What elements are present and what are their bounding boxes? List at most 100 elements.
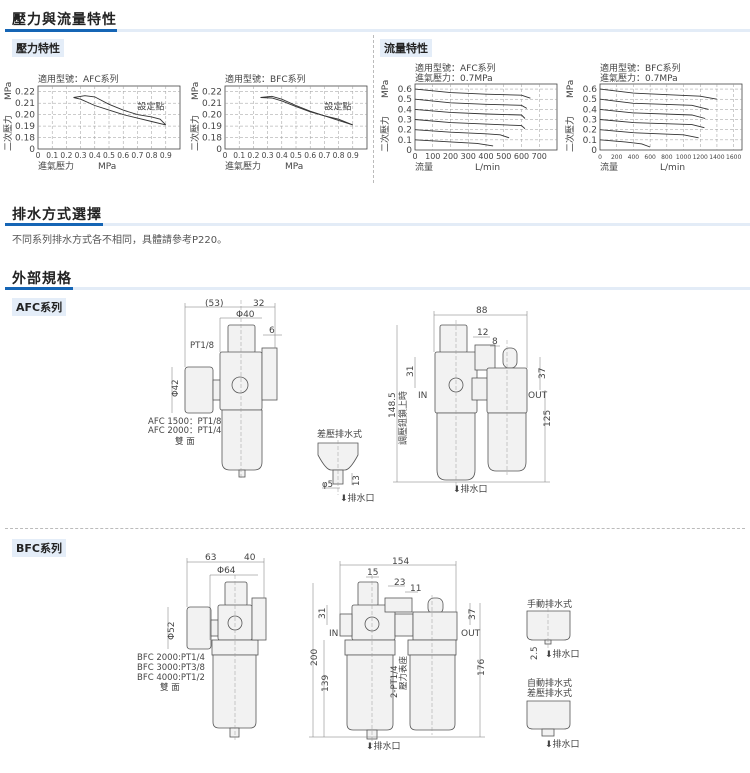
y-tick-label: 0.20 (15, 111, 35, 121)
dim-label: 148.5 (388, 392, 398, 418)
y-axis-unit: MPa (381, 80, 391, 98)
x-axis-label: 進氣壓力 (38, 160, 74, 172)
set-point-annotation: 設定點 (324, 100, 351, 112)
drain-port-label: ⬇排水口 (545, 738, 580, 750)
y-tick-label: 0 (591, 146, 597, 156)
dim-label: 8 (492, 337, 498, 347)
x-tick-label: 0.6 (304, 151, 316, 160)
dim-label: φ5 (322, 480, 333, 490)
port-label: 壓力表座 (398, 655, 409, 690)
y-axis-label: 二次壓力 (564, 116, 576, 152)
y-tick-label: 0 (29, 145, 35, 155)
drain-port-label: ⬇排水口 (453, 483, 488, 495)
x-tick-label: 0.6 (117, 151, 129, 160)
series-line-0.4 (414, 108, 526, 119)
x-tick-label: 700 (532, 152, 547, 161)
drain (238, 469, 246, 478)
dim-label: 200 (310, 649, 320, 666)
x-axis-label: 流量 (600, 161, 618, 173)
bowl (221, 409, 263, 471)
drain-port-label: ⬇排水口 (340, 492, 375, 504)
y-tick-label: 0.2 (398, 126, 412, 136)
dim-label: 31 (318, 608, 328, 619)
dim-label: 37 (468, 609, 478, 620)
y-tick-label: 0.18 (202, 134, 222, 144)
dim-label: 40 (244, 553, 256, 563)
y-tick-label: 0.21 (15, 99, 35, 109)
x-tick-label: 0 (223, 151, 228, 160)
port-label: AFC 2000：PT1/4 (148, 426, 221, 436)
x-tick-label: 0.9 (347, 151, 359, 160)
x-tick-label: 400 (628, 154, 640, 161)
dim-label: Φ52 (167, 621, 177, 640)
series-line-upper (73, 95, 167, 126)
section-rule (5, 29, 750, 32)
x-tick-label: 0 (598, 154, 602, 161)
dim-label: 31 (406, 366, 416, 377)
dim-label: 37 (538, 368, 548, 379)
x-tick-label: 0.2 (247, 151, 259, 160)
x-tick-label: 0.3 (75, 151, 87, 160)
port-label: BFC 3000:PT3/8 (137, 663, 205, 673)
x-tick-label: 0.2 (60, 151, 72, 160)
x-axis-unit: MPa (98, 162, 116, 172)
adjust-knob (227, 324, 256, 354)
port-label: BFC 2000:PT1/4 (137, 653, 205, 663)
x-axis-label: 進氣壓力 (225, 160, 261, 172)
drain-type-label: 差壓排水式 (317, 428, 362, 440)
series-line-0.3 (414, 119, 526, 130)
series-line-0.2 (414, 129, 510, 139)
dim-label: 125 (543, 410, 553, 427)
y-tick-label: 0.1 (398, 136, 412, 146)
section-title-characteristics: 壓力與流量特性 (12, 12, 117, 28)
y-tick-label: 0.6 (398, 85, 413, 95)
subtitle-bfc-series: BFC系列 (12, 539, 66, 557)
dim-label: 88 (476, 306, 488, 316)
x-tick-label: 0 (412, 152, 417, 161)
chart-subtitle: 進氣壓力：0.7MPa (600, 72, 678, 84)
x-tick-label: 0.5 (290, 151, 302, 160)
dim-label: 63 (205, 553, 216, 563)
dim-label: 154 (392, 557, 409, 567)
dim-label: Φ42 (171, 379, 181, 397)
y-axis-label: 二次壓力 (2, 115, 14, 151)
drain-port-label: ⬇排水口 (366, 740, 401, 752)
y-tick-label: 0.22 (202, 88, 222, 98)
y-tick-label: 0.18 (15, 134, 35, 144)
series-line-0.5 (599, 98, 709, 110)
set-point-annotation: 設定點 (137, 100, 164, 112)
divider (373, 35, 374, 183)
y-tick-label: 0.5 (583, 95, 597, 105)
series-line-0.1 (414, 139, 494, 147)
dim-label: 176 (477, 659, 487, 676)
x-tick-label: 200 (611, 154, 623, 161)
y-tick-label: 0.2 (583, 126, 597, 136)
out-port-label: OUT (461, 629, 481, 639)
bfc-filter-regulator-drawing: 63 40 Φ64 Φ52 BFC 2000:PT1/4 BFC 3000:PT… (137, 553, 267, 740)
x-tick-label: 0.9 (160, 151, 172, 160)
port-label: AFC 1500：PT1/8 (148, 417, 221, 427)
x-tick-label: 600 (514, 152, 529, 161)
dim-label: 13 (352, 475, 362, 486)
afc-combination-drawing: 88 12 8 31 37 148.5 調壓鈕鎖上時 125 IN OUT ⬇排… (388, 306, 553, 495)
y-axis-unit: MPa (4, 82, 14, 100)
x-tick-label: 1200 (693, 154, 708, 161)
dim-label: (53) (205, 299, 223, 309)
in-port-label: IN (418, 391, 427, 401)
x-tick-label: 1600 (726, 154, 741, 161)
x-tick-label: 0.1 (233, 151, 245, 160)
y-tick-label: 0.6 (583, 85, 598, 95)
x-tick-label: 1000 (676, 154, 691, 161)
dim-label: 11 (410, 584, 421, 594)
y-tick-label: 0.4 (398, 105, 413, 115)
section-rule (5, 287, 750, 290)
x-axis-unit: MPa (285, 162, 303, 172)
series-line-0.5 (414, 98, 528, 109)
series-line-0.3 (599, 119, 705, 129)
x-tick-label: 0.3 (262, 151, 274, 160)
series-line-lower (73, 97, 166, 126)
y-tick-label: 0.5 (398, 95, 412, 105)
y-axis-label: 二次壓力 (379, 116, 391, 152)
